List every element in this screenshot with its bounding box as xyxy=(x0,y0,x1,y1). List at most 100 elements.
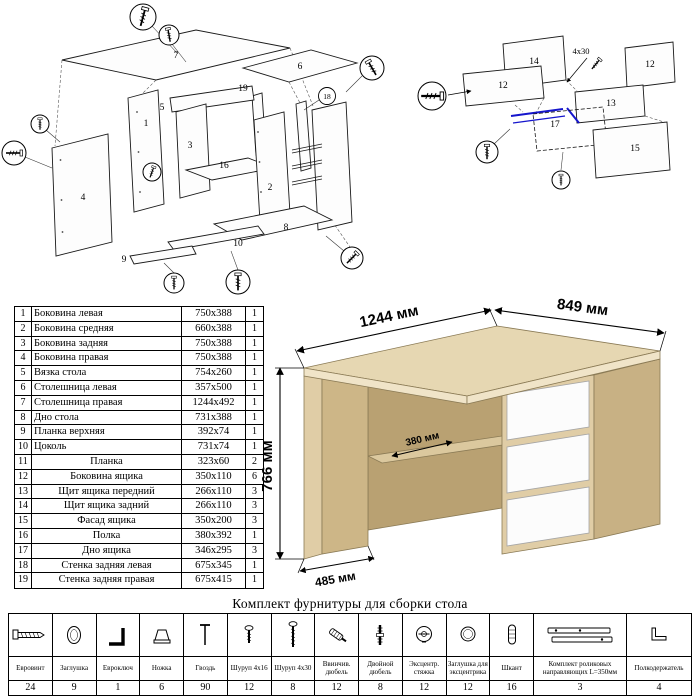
hw-qty: 16 xyxy=(506,682,517,693)
panel-top-left-6 xyxy=(241,49,359,83)
part-size: 731x74 xyxy=(182,440,246,455)
callout-circle-18 xyxy=(318,87,336,105)
part-label-4: 4 xyxy=(81,193,86,203)
hw-name: Шкант xyxy=(490,657,533,681)
part-number: 7 xyxy=(15,395,32,411)
part-number: 2 xyxy=(15,321,32,337)
hw-col-wood-dowel: Шкант 16 xyxy=(490,614,534,695)
leader-lines xyxy=(493,128,564,171)
part-quantity: 1 xyxy=(246,381,263,396)
desk-top-edge-right xyxy=(466,350,661,405)
hw-qty: 8 xyxy=(377,682,383,693)
hw-qty: 8 xyxy=(290,682,296,693)
hw-col-double-dowel: Двойной дюбель 8 xyxy=(359,614,403,695)
parts-table-row: 19 Стенка задняя правая 675x415 1 xyxy=(15,573,263,589)
part-quantity: 1 xyxy=(246,425,263,441)
hw-qty: 12 xyxy=(462,682,473,693)
part-quantity: 1 xyxy=(246,351,263,367)
parts-table-row: 3 Боковина задняя 750x388 1 xyxy=(15,336,263,352)
panel-drawer-side xyxy=(311,101,353,231)
part-label-8: 8 xyxy=(284,223,289,233)
hex-key-icon xyxy=(96,614,140,657)
part-size: 731x388 xyxy=(182,410,246,426)
part-label-15: 15 xyxy=(630,144,640,154)
part-quantity: 1 xyxy=(246,322,263,337)
part-quantity: 1 xyxy=(246,440,263,455)
screw-short-icon xyxy=(227,614,271,657)
part-label-12b: 12 xyxy=(498,81,508,91)
dim-height-label: 766 мм xyxy=(262,440,276,491)
panel-back-3 xyxy=(175,103,211,199)
part-label-1: 1 xyxy=(144,119,149,129)
parts-table-row: 11 Планка 323x60 2 xyxy=(15,454,263,470)
part-name: Полка xyxy=(32,528,182,544)
part-label-3: 3 xyxy=(188,141,193,151)
panel-top-rail-9 xyxy=(129,245,197,265)
part-size: 266x110 xyxy=(182,499,246,515)
part-label-16: 16 xyxy=(219,161,229,171)
pilot-holes xyxy=(59,111,262,233)
hw-qty: 3 xyxy=(577,682,583,693)
hw-col-cam-lock: Эксцентр. стяжка 12 xyxy=(402,614,447,695)
part-name: Стенка задняя левая xyxy=(32,558,182,574)
panel-middle-2 xyxy=(253,111,291,223)
panel-drawer-facade-15 xyxy=(592,121,671,179)
panel-drawer-side-12a xyxy=(624,41,676,89)
hw-name: Гвоздь xyxy=(184,657,227,681)
part-name: Фасад ящика xyxy=(32,514,182,529)
part-number: 15 xyxy=(15,514,32,529)
dimension-arrows xyxy=(276,307,665,574)
hw-qty: 12 xyxy=(419,682,430,693)
part-name: Боковина ящика xyxy=(32,469,182,485)
panel-drawer-side-12b xyxy=(462,65,545,107)
shelf-pin-icon xyxy=(626,614,692,657)
parts-table-row: 6 Столешница левая 357x500 1 xyxy=(15,380,263,396)
part-number: 19 xyxy=(15,573,32,589)
screw-icon xyxy=(589,56,603,72)
desk-dimension-view: 1244 мм 849 мм 766 мм 380 мм 485 мм xyxy=(262,296,667,590)
panel-rail-5 xyxy=(169,85,255,113)
part-quantity: 3 xyxy=(246,499,263,515)
hw-name: Эксцентр. стяжка xyxy=(402,657,446,681)
hw-name: Ввинчив. дюбель xyxy=(315,657,358,681)
part-number: 4 xyxy=(15,351,32,367)
drawer-front-2 xyxy=(506,433,590,494)
cam-lock-icon xyxy=(402,614,446,657)
part-name: Цоколь xyxy=(32,440,182,455)
part-quantity: 1 xyxy=(246,411,263,426)
part-label-14: 14 xyxy=(529,57,539,67)
part-number: 13 xyxy=(15,484,32,500)
part-number: 3 xyxy=(15,336,32,352)
part-size: 266x110 xyxy=(182,484,246,500)
part-size: 675x415 xyxy=(182,573,246,589)
hw-qty: 90 xyxy=(200,682,211,693)
drawer-slide-rails xyxy=(291,143,323,186)
part-size: 323x60 xyxy=(182,454,246,470)
hw-name: Комплект роликовых направляющих L=350мм xyxy=(534,657,626,681)
part-number: 18 xyxy=(15,558,32,574)
parts-table-row: 16 Полка 380x392 1 xyxy=(15,528,263,544)
parts-table-row: 7 Столешница правая 1244x492 1 xyxy=(15,395,263,411)
parts-table-row: 15 Фасад ящика 350x200 3 xyxy=(15,514,263,529)
part-label-10: 10 xyxy=(233,239,243,249)
part-quantity: 1 xyxy=(252,574,257,586)
hw-col-drawer-slides: Комплект роликовых направляющих L=350мм … xyxy=(534,614,627,695)
part-name: Столешница левая xyxy=(32,380,182,396)
part-size: 750x388 xyxy=(182,351,246,367)
desk-right-side xyxy=(593,358,661,540)
part-size: 1244x492 xyxy=(182,395,246,411)
parts-table-row: 18 Стенка задняя левая 675x345 1 xyxy=(15,558,263,574)
cam-cap-icon xyxy=(446,614,490,657)
part-number: 5 xyxy=(15,366,32,381)
parts-table-row: 10 Цоколь 731x74 1 xyxy=(15,440,263,455)
part-number: 17 xyxy=(15,543,32,559)
parts-table-row: 2 Боковина средняя 660x388 1 xyxy=(15,321,263,337)
euro-screw-icon xyxy=(9,614,52,657)
hw-col-nail: Гвоздь 90 xyxy=(184,614,228,695)
parts-table-row: 13 Щит ящика передний 266x110 3 xyxy=(15,484,263,500)
part-name: Боковина задняя xyxy=(32,336,182,352)
part-label-6: 6 xyxy=(298,62,303,72)
nail-icon xyxy=(184,614,227,657)
parts-table-row: 17 Дно ящика 346x295 3 xyxy=(15,543,263,559)
